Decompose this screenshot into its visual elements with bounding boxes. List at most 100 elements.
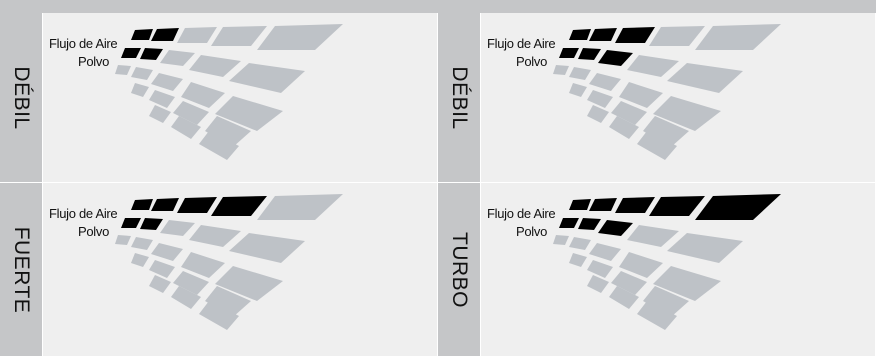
airflow-bar (257, 24, 343, 50)
airflow-bar (177, 27, 217, 43)
fan-segment (653, 266, 721, 301)
fan-segment (611, 271, 647, 295)
dust-bar (229, 233, 305, 263)
fan-segment (553, 65, 569, 75)
mode-side: DÉBIL (0, 13, 42, 182)
dust-bar (578, 48, 601, 60)
fan-segment (637, 131, 677, 160)
fan-segment (149, 260, 175, 278)
airflow-bar (615, 27, 655, 43)
dust-label: Polvo (78, 54, 110, 69)
dust-bar (160, 220, 195, 236)
airflow-bar (257, 194, 343, 220)
fan-segment (181, 82, 225, 108)
airflow-bar (615, 197, 655, 213)
mode-side: FUERTE (0, 183, 42, 356)
fan-segment (609, 286, 639, 309)
fan-segment (151, 73, 183, 91)
level-indicator (553, 24, 781, 160)
fan-segment (215, 96, 283, 131)
fan-segment (619, 252, 663, 278)
fan-segment (149, 90, 175, 108)
dust-bar (667, 233, 743, 263)
airflow-bar (695, 194, 781, 220)
fan-segment (131, 67, 153, 80)
airflow-bar (151, 198, 179, 211)
airflow-bar (589, 198, 617, 211)
indicator-area: Flujo de Aire Polvo (480, 13, 875, 182)
level-indicator (115, 194, 343, 330)
dust-label: Polvo (516, 224, 548, 239)
fan-segment (171, 116, 201, 139)
airflow-bar (177, 197, 217, 213)
dust-bar (559, 48, 579, 58)
airflow-label: Flujo de Aire (49, 206, 118, 221)
airflow-bar (649, 196, 705, 216)
mode-label: DÉBIL (10, 65, 33, 130)
fan-segment (205, 286, 251, 317)
airflow-bar (569, 199, 591, 210)
fan-segment (587, 90, 613, 108)
airflow-label: Flujo de Aire (49, 36, 118, 51)
airflow-bar (211, 196, 267, 216)
fan-segment (587, 275, 609, 293)
mode-grid: DÉBIL Flujo de Aire Polvo DÉBIL Flujo de… (0, 13, 876, 357)
airflow-bar (131, 199, 153, 210)
mode-panel: TURBO Flujo de Aire Polvo (438, 183, 876, 357)
dust-bar (598, 220, 633, 236)
airflow-bar (151, 28, 179, 41)
mode-label: FUERTE (10, 226, 33, 313)
airflow-bar (211, 26, 267, 46)
dust-bar (578, 218, 601, 230)
fan-segment (131, 83, 149, 97)
fan-segment (653, 96, 721, 131)
fan-segment (205, 116, 251, 147)
fan-segment (115, 235, 131, 245)
indicator-area: Flujo de Aire Polvo (42, 183, 437, 356)
mode-label: TURBO (448, 231, 471, 308)
fan-segment (643, 116, 689, 147)
fan-segment (131, 253, 149, 267)
fan-segment (151, 243, 183, 261)
fan-segment (115, 65, 131, 75)
dust-bar (140, 48, 163, 60)
dust-bar (189, 55, 241, 77)
dust-bar (667, 63, 743, 93)
dust-bar (140, 218, 163, 230)
indicator-area: Flujo de Aire Polvo (42, 13, 437, 182)
dust-bar (598, 50, 633, 66)
fan-segment (173, 101, 209, 125)
mode-panel: DÉBIL Flujo de Aire Polvo (438, 13, 876, 183)
dust-label: Polvo (78, 224, 110, 239)
fan-segment (589, 73, 621, 91)
level-indicator (553, 194, 781, 330)
mode-panel: DÉBIL Flujo de Aire Polvo (0, 13, 438, 183)
mode-side: DÉBIL (438, 13, 480, 182)
fan-segment (181, 252, 225, 278)
fan-segment (637, 301, 677, 330)
fan-segment (587, 105, 609, 123)
fan-segment (553, 235, 569, 245)
dust-bar (121, 218, 141, 228)
dust-bar (189, 225, 241, 247)
dust-label: Polvo (516, 54, 548, 69)
airflow-label: Flujo de Aire (487, 36, 556, 51)
fan-segment (619, 82, 663, 108)
airflow-bar (131, 29, 153, 40)
mode-side: TURBO (438, 183, 480, 356)
fan-segment (587, 260, 613, 278)
fan-segment (149, 275, 171, 293)
fan-segment (131, 237, 153, 250)
fan-segment (569, 237, 591, 250)
airflow-label: Flujo de Aire (487, 206, 556, 221)
level-indicator (115, 24, 343, 160)
dust-bar (229, 63, 305, 93)
fan-segment (215, 266, 283, 301)
dust-bar (627, 225, 679, 247)
fan-segment (569, 67, 591, 80)
mode-panel: FUERTE Flujo de Aire Polvo (0, 183, 438, 357)
dust-bar (627, 55, 679, 77)
fan-segment (149, 105, 171, 123)
fan-segment (609, 116, 639, 139)
fan-segment (643, 286, 689, 317)
